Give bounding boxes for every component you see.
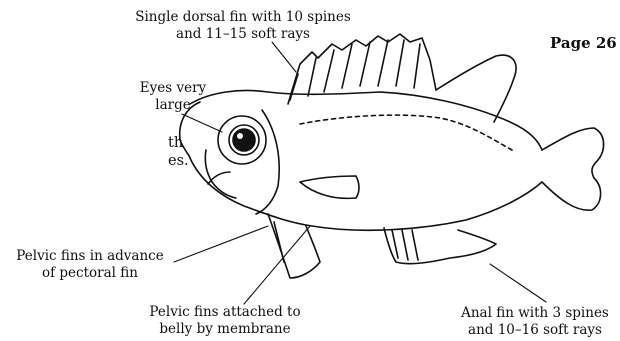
caudal-fin <box>542 128 604 210</box>
eyes-leader <box>182 114 222 132</box>
anal-leader <box>490 264 546 302</box>
pelvic-advance-leader <box>174 226 268 262</box>
eye <box>218 116 266 164</box>
pelvic-fin <box>268 214 320 278</box>
anal-fin <box>384 228 496 264</box>
dorsal-leader <box>272 42 296 72</box>
dorsal-fin <box>288 34 516 122</box>
leader-lines <box>174 42 546 304</box>
pectoral-fin <box>300 176 359 198</box>
fish-body <box>180 91 542 231</box>
